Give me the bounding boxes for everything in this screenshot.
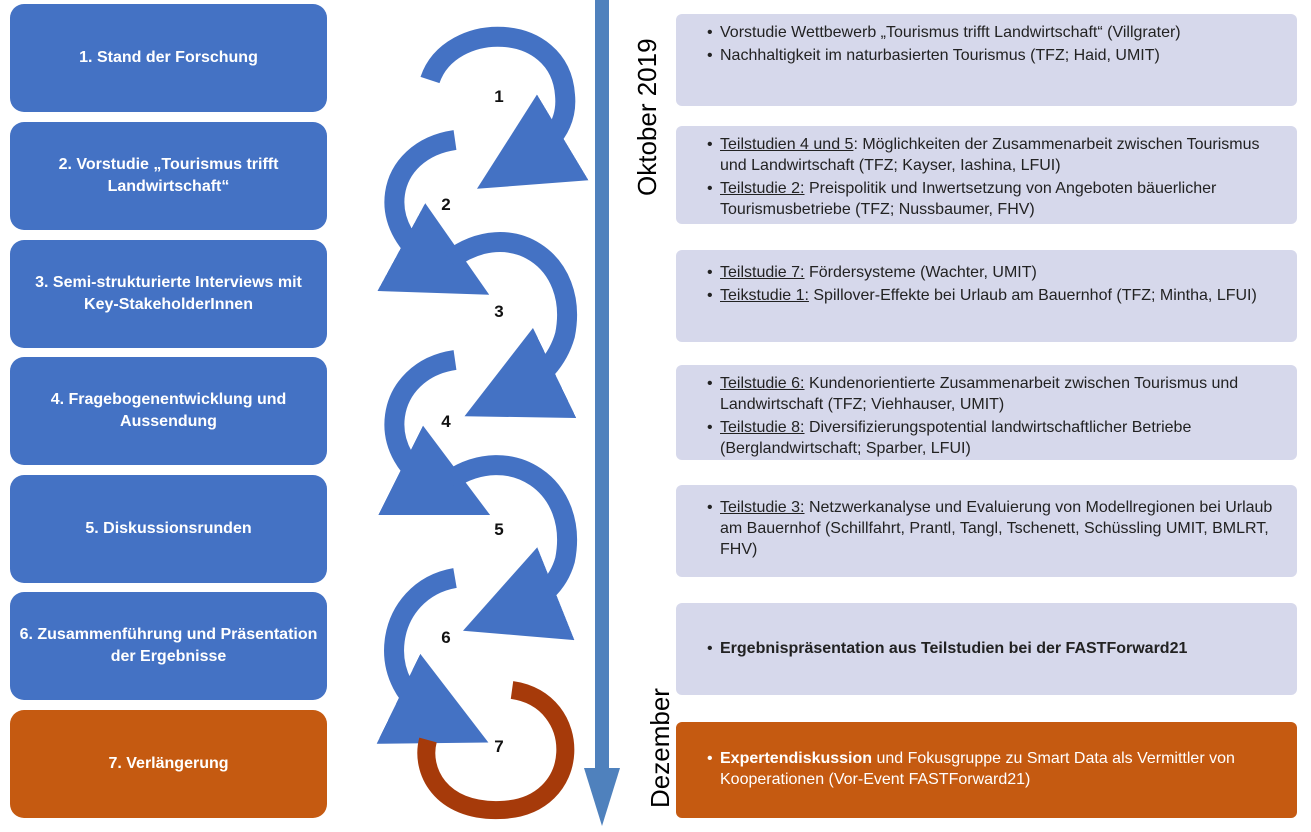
study-item: Nachhaltigkeit im naturbasierten Tourism…	[707, 45, 1285, 66]
stage-box-4: 4. Fragebogenentwicklung und Aussendung	[10, 357, 327, 465]
stage-box-7: 7. Verlängerung	[10, 710, 327, 818]
cycle-number: 1	[494, 87, 504, 106]
stage-label: 5. Diskussionsrunden	[85, 520, 252, 537]
stage-label: 3. Semi-strukturierte Interviews mit Key…	[35, 274, 302, 313]
study-item: Teilstudie 8: Diversifizierungspotential…	[707, 417, 1285, 459]
timeline-shaft	[595, 0, 609, 770]
stage-label: 4. Fragebogenentwicklung und Aussendung	[50, 391, 287, 430]
stage-box-3: 3. Semi-strukturierte Interviews mit Key…	[10, 240, 327, 348]
stage-box-1: 1. Stand der Forschung	[10, 4, 327, 112]
study-box-5: Teilstudie 3: Netzwerkanalyse und Evalui…	[676, 485, 1297, 577]
study-item: Vorstudie Wettbewerb „Tourismus trifft L…	[707, 22, 1285, 43]
study-item: Expertendiskussion und Fokusgruppe zu Sm…	[707, 748, 1285, 790]
timeline-end-label: Dezember	[645, 688, 675, 808]
stage-label: 6. Zusammenführung und Präsentation der …	[19, 626, 318, 665]
cycle-number: 6	[441, 628, 451, 647]
study-item: Teilstudien 4 und 5: Möglichkeiten der Z…	[707, 134, 1285, 176]
cycle-number: 5	[494, 520, 504, 539]
stage-label: 7. Verlängerung	[108, 755, 229, 772]
study-item: Ergebnispräsentation aus Teilstudien bei…	[707, 638, 1187, 659]
cycle-arrow-1	[420, 26, 589, 189]
cycle-arrow-4	[378, 350, 491, 516]
cycle-number: 7	[494, 737, 504, 756]
stage-label: 1. Stand der Forschung	[79, 49, 258, 66]
cycle-arrow-2	[377, 130, 490, 295]
cycle-arrow-6	[376, 568, 489, 744]
study-item: Teilstudie 6: Kundenorientierte Zusammen…	[707, 373, 1285, 415]
timeline-arrowhead	[584, 768, 620, 826]
stage-box-6: 6. Zusammenführung und Präsentation der …	[10, 592, 327, 700]
stage-box-5: 5. Diskussionsrunden	[10, 475, 327, 583]
cycle-arrow-5	[444, 455, 577, 641]
cycle-arrow-3	[444, 232, 577, 419]
study-item: Teikstudie 1: Spillover-Effekte bei Urla…	[707, 285, 1285, 306]
stage-label: 2. Vorstudie „Tourismus trifft Landwirts…	[58, 156, 279, 195]
study-box-1: Vorstudie Wettbewerb „Tourismus trifft L…	[676, 14, 1297, 106]
cycle-number: 2	[441, 195, 451, 214]
study-item: Teilstudie 7: Fördersysteme (Wachter, UM…	[707, 262, 1285, 283]
study-box-6: Ergebnispräsentation aus Teilstudien bei…	[676, 603, 1297, 695]
study-item: Teilstudie 2: Preispolitik und Inwertset…	[707, 178, 1285, 220]
stage-box-2: 2. Vorstudie „Tourismus trifft Landwirts…	[10, 122, 327, 230]
study-box-3: Teilstudie 7: Fördersysteme (Wachter, UM…	[676, 250, 1297, 342]
study-item: Teilstudie 3: Netzwerkanalyse und Evalui…	[707, 497, 1285, 560]
cycle-ring-7	[417, 681, 575, 820]
study-box-4: Teilstudie 6: Kundenorientierte Zusammen…	[676, 365, 1297, 460]
study-box-7: Expertendiskussion und Fokusgruppe zu Sm…	[676, 722, 1297, 818]
study-box-2: Teilstudien 4 und 5: Möglichkeiten der Z…	[676, 126, 1297, 224]
cycle-number: 3	[494, 302, 504, 321]
cycle-number: 4	[441, 412, 451, 431]
timeline-start-label: Oktober 2019	[632, 38, 662, 196]
